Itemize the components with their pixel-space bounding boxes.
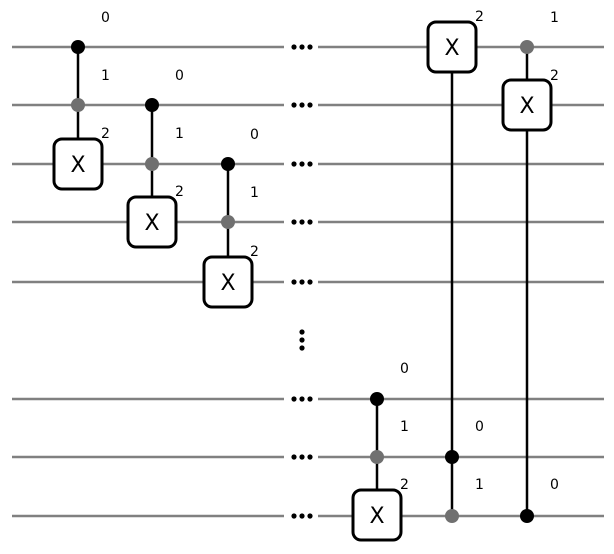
control-dot	[71, 40, 85, 54]
control-dot	[145, 157, 159, 171]
target-index-label: 2	[475, 9, 484, 25]
toffoli-gate-6: X 1 2 0	[501, 10, 559, 523]
control-index-label: 0	[175, 68, 184, 84]
target-index-label: 2	[550, 68, 559, 84]
gate-symbol: X	[144, 211, 159, 236]
control-index-label: 1	[250, 185, 259, 201]
ellipsis-icon	[291, 396, 313, 402]
control-index-label: 0	[101, 10, 110, 26]
ellipsis-icon	[291, 513, 313, 519]
x-gate	[351, 488, 403, 542]
target-index-label: 2	[175, 184, 184, 200]
gate-symbol: X	[220, 271, 235, 296]
control-dot	[445, 509, 459, 523]
control-index-label: 1	[101, 68, 110, 84]
control-index-label: 0	[475, 419, 484, 435]
control-dot	[445, 450, 459, 464]
target-index-label: 2	[250, 244, 259, 260]
control-dot	[71, 98, 85, 112]
ellipsis-icon	[291, 219, 313, 225]
ellipsis-icon	[291, 44, 313, 50]
control-dot	[520, 509, 534, 523]
control-index-label: 1	[175, 126, 184, 142]
vertical-ellipsis-icon	[299, 329, 305, 351]
control-dot	[145, 98, 159, 112]
control-dot	[221, 215, 235, 229]
toffoli-gate-4: X 0 1 2	[351, 361, 409, 542]
toffoli-gate-5: X 0 1 2	[426, 9, 484, 523]
control-dot	[370, 450, 384, 464]
target-index-label: 2	[400, 477, 409, 493]
control-index-label: 1	[550, 10, 559, 26]
gate-symbol: X	[444, 36, 459, 61]
ellipsis-icon	[291, 161, 313, 167]
x-gate	[202, 255, 254, 309]
control-index-label: 0	[550, 477, 559, 493]
ellipsis-icon	[291, 102, 313, 108]
wire-ellipses	[291, 44, 313, 519]
x-gate	[52, 137, 104, 191]
control-index-label: 0	[250, 127, 259, 143]
ellipsis-icon	[291, 279, 313, 285]
control-index-label: 0	[400, 361, 409, 377]
x-gate	[501, 78, 553, 132]
control-dot	[520, 40, 534, 54]
gate-symbol: X	[519, 94, 534, 119]
target-index-label: 2	[101, 126, 110, 142]
control-index-label: 1	[400, 419, 409, 435]
toffoli-gate-2: X 0 1 2	[126, 68, 184, 249]
gate-symbol: X	[70, 153, 85, 178]
ellipsis-icon	[291, 454, 313, 460]
x-gate	[126, 195, 178, 249]
x-gate	[426, 20, 478, 74]
toffoli-gate-3: X 0 1 2	[202, 127, 259, 309]
control-dot	[370, 392, 384, 406]
toffoli-gate-1: X 0 1 2	[52, 10, 110, 191]
control-index-label: 1	[475, 477, 484, 493]
gate-symbol: X	[369, 504, 384, 529]
control-dot	[221, 157, 235, 171]
